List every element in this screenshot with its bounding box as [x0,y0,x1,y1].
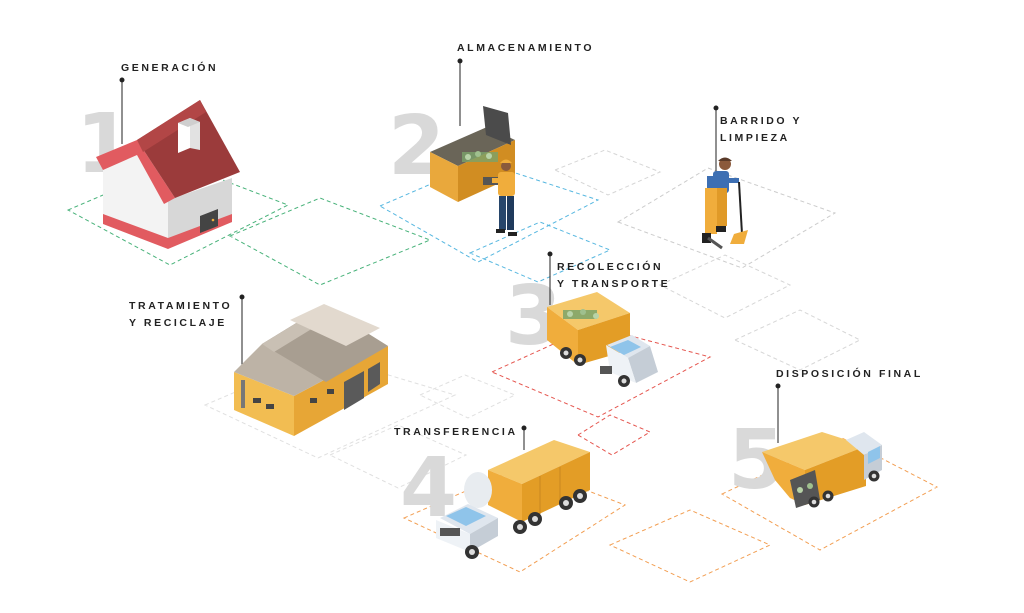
diamond-rec-link [577,414,652,456]
label-almacenamiento-text: ALMACENAMIENTO [457,42,595,54]
diamond-trat-link [328,424,468,489]
label-disposicion: DISPOSICIÓN FINAL [776,366,923,383]
warehouse-icon [234,304,388,436]
diamond-gray-2 [658,254,792,319]
diamond-gray-4 [418,374,517,419]
label-tratamiento-line2: Y RECICLAJE [129,317,227,329]
dump-truck-icon [547,292,658,387]
label-recoleccion-line2: Y TRANSPORTE [557,278,671,290]
container-icon [430,106,515,202]
diamond-gray-3 [733,309,862,371]
sweeper-icon [702,157,748,250]
diamond-almacenamiento [378,161,600,263]
diamond-trans-link [608,509,772,583]
house-icon [96,100,240,249]
diamond-gen-link [228,197,432,286]
label-barrido: BARRIDO Y LIMPIEZA [720,113,802,147]
label-generacion-text: GENERACIÓN [121,62,219,74]
label-barrido-line1: BARRIDO Y [720,115,803,127]
label-generacion: GENERACIÓN [121,60,218,77]
label-barrido-line2: LIMPIEZA [720,132,790,144]
label-recoleccion: RECOLECCIÓN Y TRANSPORTE [557,259,670,293]
diamond-disposicion [720,437,939,551]
label-transferencia: TRANSFERENCIA [394,424,518,441]
label-tratamiento-line1: TRATAMIENTO [129,300,233,312]
label-almacenamiento: ALMACENAMIENTO [457,40,594,57]
worker-icon [492,159,517,236]
label-transferencia-text: TRANSFERENCIA [394,426,518,438]
diamond-gray-1 [553,149,662,196]
label-disposicion-text: DISPOSICIÓN FINAL [776,368,923,380]
label-tratamiento: TRATAMIENTO Y RECICLAJE [129,298,232,332]
label-recoleccion-line1: RECOLECCIÓN [557,261,664,273]
tipper-truck-icon [762,432,882,508]
transfer-truck-icon [436,440,590,559]
diamond-barrido [616,167,837,269]
